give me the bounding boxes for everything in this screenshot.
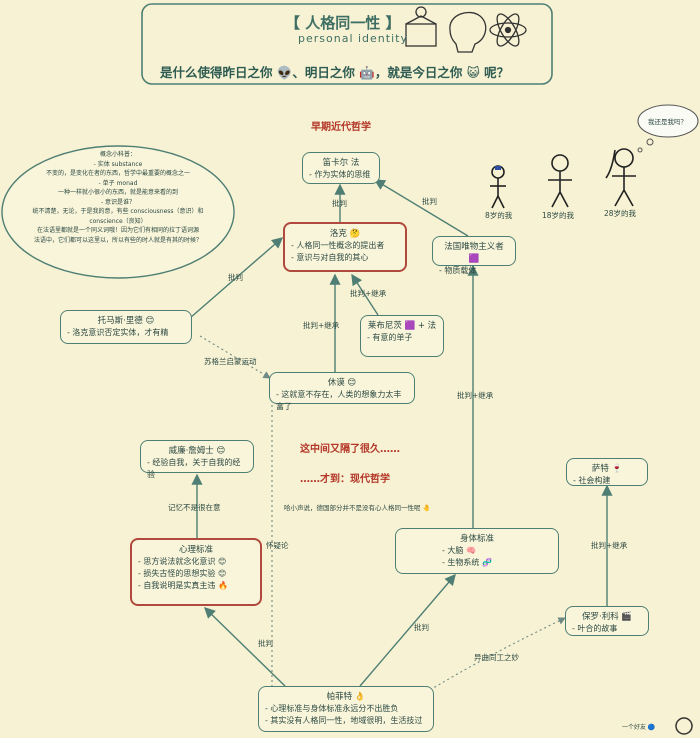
concept-bubble-outline [1,145,235,279]
edge-thomas-locke [189,237,284,319]
edge-label: 批判 [228,273,243,282]
concept-bubble: 概念小科普： - 实体 substance 不变的，是变化在者的东西，哲学中最重… [10,150,226,245]
edge-label: 记忆不是很在意 [168,503,221,512]
edge-label: 苏格兰启蒙运动 [204,357,257,366]
thought-text: 我还是我吗？ [648,118,687,126]
header-icons [405,6,527,53]
concept-line: - 意识是谁？ [100,198,136,206]
node-leibniz[interactable]: 莱布尼茨 🟪 + 法 - 有意的单子 [360,315,444,357]
edge-leibniz-locke [351,273,379,316]
signature: 一个好友 🔵 [622,724,656,731]
node-hume[interactable]: 休谟 😊 - 这就意不存在，人类的想象力太丰富了 [269,372,415,411]
thought-bubble [637,104,699,138]
edge-note: 哈小声说，德国部分并不是没有心人格同一性呢 🤚 [284,504,431,512]
header-subtitle: personal identity [298,32,408,45]
edge-label: 批判 [332,199,347,208]
stick-figures [490,148,636,209]
concept-line: 法语中，它们都可以这里以，所以有些的时人就是有其的时候？ [33,236,202,244]
node-thomas-reid[interactable]: 托马斯·里德 😊 - 洛克意识否定实体，才有精 [60,310,192,344]
age-label-18: 18岁的我 [542,211,575,220]
node-ricoeur[interactable]: 保罗·利科 🎬 - 叶合的故事 [565,606,649,636]
edge-label: 批判 [414,623,429,632]
concept-line: 不变的，是变化在者的东西，哲学中最重要的概念之一 [45,170,190,177]
node-locke[interactable]: 洛克 🤔 - 人格同一性概念的提出者 - 意识与对自我的其心 [283,222,407,272]
concept-line: - 实体 substance [93,160,143,168]
node-psychological-criterion[interactable]: 心理标准 - 思方说法就念化意识 😊 - 损失古怪的思想实验 😊 - 自我说明是… [130,538,262,606]
edge-parfit-ricoeur-dotted [429,617,566,691]
concept-line: - 单子 monad [98,179,138,187]
node-parfit[interactable]: 帕菲特 👌 - 心理标准与身体标准永远分不出胜负 - 其实没有人格同一性，地域很… [258,686,434,732]
concept-title: 概念小科普： [99,151,136,158]
section-gap-1: 这中间又隔了很久…… [300,444,400,455]
edge-label: 批判+继承 [591,541,628,550]
edge-label: 批判 [258,639,273,648]
node-william-james[interactable]: 威廉·詹姆士 😊 - 经验自我，关于自我的经验 [140,440,254,479]
node-descartes[interactable]: 笛卡尔 法 - 作为实体的思维 [302,152,380,184]
age-label-8: 8岁的我 [485,211,513,220]
edge-parfit-body [359,573,456,687]
concept-line: 统不清楚，无论，于是我的意，有些 consciousness（意识）和 [32,208,204,215]
age-label-28: 28岁的我 [604,209,637,218]
edge-parfit-psych [203,607,286,687]
node-body-criterion[interactable]: 身体标准 - 大脑 🧠 - 生物系统 🧬 [395,528,559,574]
edge-label: 异曲同工之妙 [474,653,519,662]
header-question: 是什么使得昨日之你 👽、明日之你 🤖，就是今日之你 😺 呢？ [160,65,510,80]
section-gap-2: ……才到：现代哲学 [300,474,390,485]
concept-line: 一种一样就小很小的东西，就是能意来看的到 [57,189,178,196]
signature-logo [675,717,693,735]
edge-label: 怀疑论 [266,541,289,550]
concept-line: 在法语里都就是一个同义词哦！因为它们有相同的拉丁语词源 [36,227,199,234]
edge-label: 批判+继承 [457,391,494,400]
edge-french-descartes [373,179,469,237]
edge-label: 批判+继承 [350,289,387,298]
section-early-modern: 早期近代哲学 [311,122,371,133]
header-frame [141,3,553,85]
node-french-materialists[interactable]: 法国唯物主义者 🟪 - 物质载体 [432,236,516,275]
edge-label: 批判 [422,197,437,206]
edge-thomas-hume-dotted [199,335,271,379]
concept-line: conscience（良知） [89,217,147,225]
header-title: 【 人格同一性 】 [285,14,401,32]
node-sartre[interactable]: 萨特 🍷 - 社会构建 [566,458,648,486]
edge-label: 批判+继承 [303,321,340,330]
